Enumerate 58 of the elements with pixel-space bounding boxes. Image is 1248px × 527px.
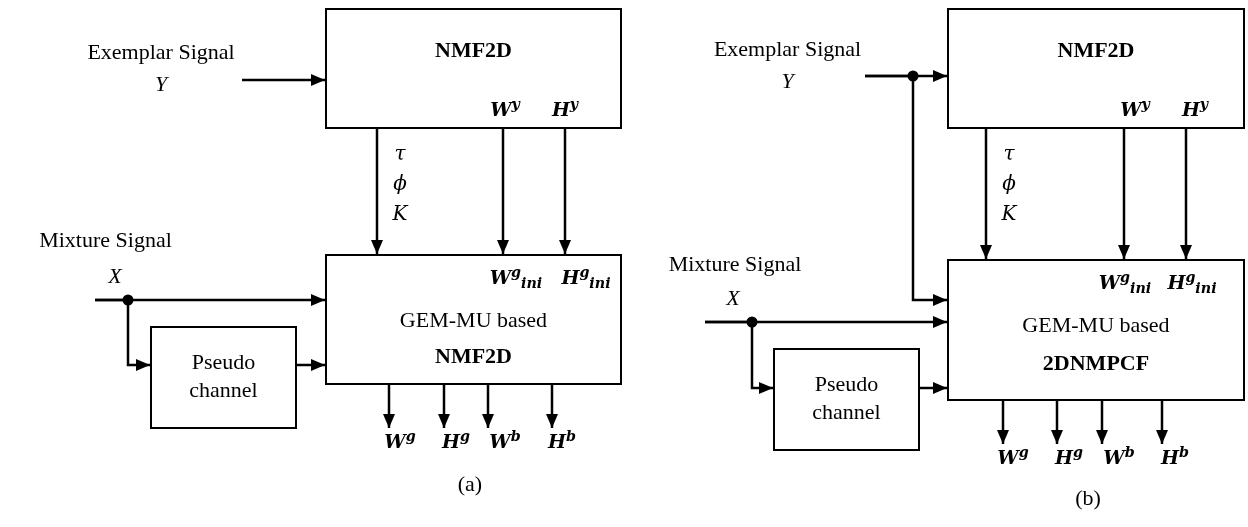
arrow (482, 385, 494, 428)
process-box (947, 8, 1245, 129)
edge-label: τ ϕ K (1000, 140, 1019, 227)
panel-caption: (a) (456, 470, 484, 498)
arrow (705, 320, 773, 394)
arrow (1051, 401, 1063, 444)
box-text: Pseudo channel (188, 348, 259, 404)
process-box (325, 254, 622, 385)
signal-symbol: X (106, 262, 124, 290)
matrix-label: W$^{y}$ (489, 96, 522, 122)
box-title: NMF2D (434, 342, 513, 370)
signal-symbol: Y (780, 67, 797, 95)
panel-caption: (b) (1074, 484, 1102, 512)
matrix-label: W$^{b}$ (1102, 444, 1136, 470)
matrix-label: H$^{y}$ (1180, 96, 1210, 122)
box-text: GEM-MU based (1021, 311, 1171, 339)
process-box (325, 8, 622, 129)
arrow (1156, 401, 1168, 444)
matrix-label: H$^{g}$ (1053, 444, 1084, 470)
box-title: 2DNMPCF (1041, 349, 1151, 377)
arrow (1118, 129, 1130, 259)
arrow (1180, 129, 1192, 259)
arrow (559, 129, 571, 254)
arrow (546, 385, 558, 428)
matrix-label: W$^{b}$ (488, 428, 522, 454)
signal-label: Exemplar Signal (86, 38, 236, 66)
arrow (865, 74, 947, 306)
box-text: Pseudo channel (811, 370, 882, 426)
arrow (371, 129, 383, 254)
arrow (980, 129, 992, 259)
matrix-label: H$^{y}$ (550, 96, 580, 122)
arrow (242, 74, 325, 86)
signal-symbol: X (724, 284, 742, 312)
signal-symbol: Y (153, 70, 170, 98)
process-box (150, 326, 297, 429)
arrow (297, 359, 325, 371)
matrix-label: W$^{g}$ (996, 444, 1030, 470)
process-box (773, 348, 920, 451)
arrow (438, 385, 450, 428)
matrix-label: H$^{b}$ (546, 428, 577, 454)
signal-label: Mixture Signal (38, 226, 173, 254)
signal-label: Exemplar Signal (712, 35, 863, 63)
arrow (383, 385, 395, 428)
box-text: GEM-MU based (398, 306, 549, 334)
box-title: NMF2D (434, 36, 513, 64)
signal-label: Mixture Signal (667, 250, 803, 278)
matrix-label: H$^{g}$ (440, 428, 471, 454)
arrow (920, 382, 947, 394)
arrow (95, 298, 150, 371)
matrix-label: H$^{b}$ (1159, 444, 1190, 470)
matrix-label: W$^{g}$ (383, 428, 417, 454)
arrow (997, 401, 1009, 444)
process-box (947, 259, 1245, 401)
matrix-label: W$^{y}$ (1119, 96, 1152, 122)
box-title: NMF2D (1056, 36, 1136, 64)
edge-label: τ ϕ K (391, 140, 410, 227)
arrow (497, 129, 509, 254)
arrow (1096, 401, 1108, 444)
